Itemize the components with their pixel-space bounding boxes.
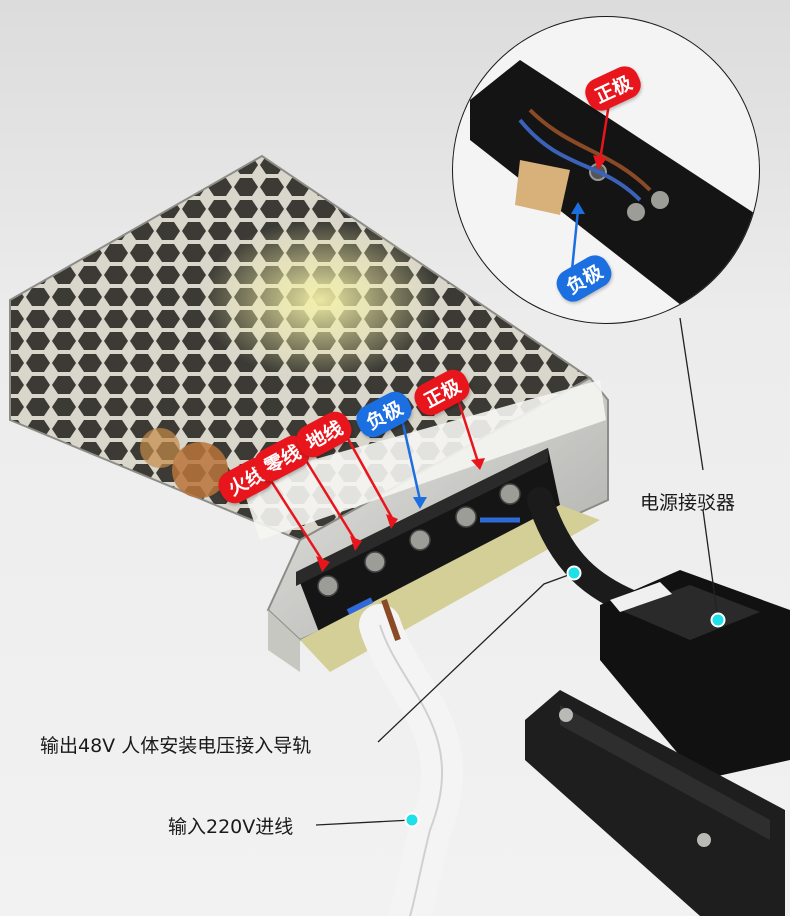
input-callout: 输入220V进线 <box>168 816 294 838</box>
connector-callout: 电源接驳器 <box>640 492 736 514</box>
input-cable <box>359 604 464 916</box>
terminal-block <box>296 448 560 640</box>
inset-magnifier <box>452 16 760 324</box>
connector-dot <box>710 612 726 628</box>
output-dot <box>566 565 582 581</box>
cover-plate <box>525 690 785 916</box>
output-callout: 输出48V 人体安装电压接入导轨 <box>40 735 312 757</box>
leader-lines <box>315 317 719 826</box>
track-connector <box>600 570 790 780</box>
input-dot <box>404 812 420 828</box>
terminal-arrows <box>266 389 485 572</box>
